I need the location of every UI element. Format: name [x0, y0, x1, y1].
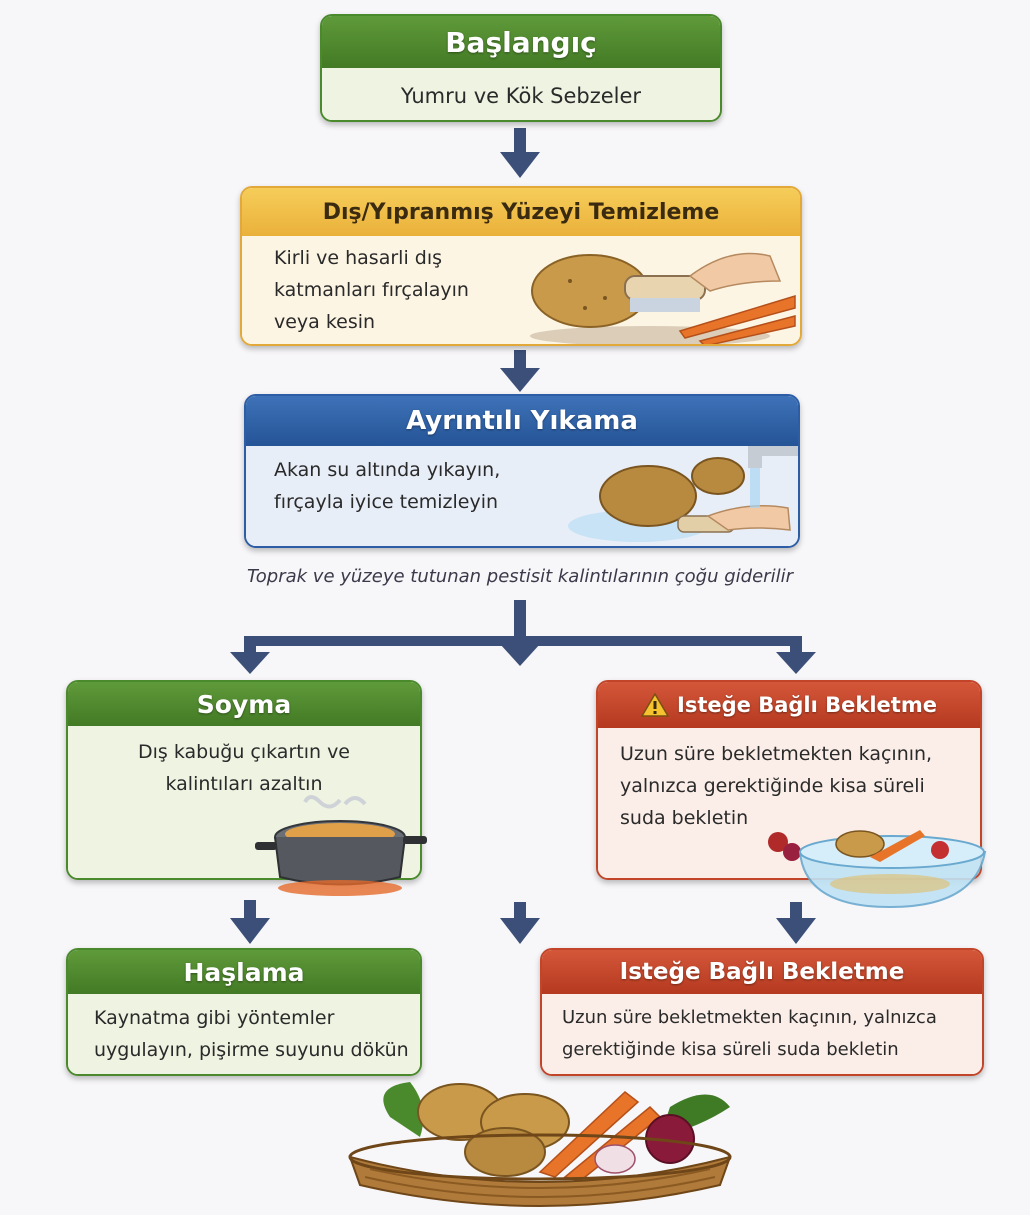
peel-title: Soyma [68, 682, 420, 726]
wash-line-2: fırçayla iyice temizleyin [274, 491, 499, 513]
clean-title: Dış/Yıpranmış Yüzeyi Temizleme [242, 188, 800, 236]
boil-line-2: uygulayın, pişirme suyunu dökün [94, 1039, 409, 1061]
soak-bottom-line-1: Uzun süre bekletmekten kaçının, yalnızca [562, 1007, 937, 1028]
wash-line-1: Akan su altında yıkayın, [274, 459, 501, 481]
faucet-wash-icon [568, 446, 798, 542]
peel-text: Dış kabuğu çıkartın ve kalintıları azalt… [68, 736, 420, 800]
clean-line-3: veya kesin [274, 311, 376, 333]
arrow-center [514, 902, 526, 922]
clean-box: Dış/Yıpranmış Yüzeyi Temizleme Kirli ve … [240, 186, 802, 346]
boil-line-1: Kaynatma gibi yöntemler [94, 1007, 335, 1029]
wash-text: Akan su altında yıkayın, fırçayla iyice … [274, 454, 500, 518]
vegetable-basket-icon [348, 1082, 732, 1207]
soak-top-title: Isteğe Bağlı Bekletme [677, 693, 937, 717]
wash-title: Ayrıntılı Yıkama [246, 396, 798, 446]
soak-top-line-2: yalnızca gerektiğinde kisa süreli [620, 775, 925, 797]
clean-line-2: katmanları fırçalayın [274, 279, 469, 301]
soak-bottom-text: Uzun süre bekletmekten kaçının, yalnızca… [562, 1002, 937, 1066]
boil-box: Haşlama Kaynatma gibi yöntemler uygulayı… [66, 948, 422, 1076]
boil-title: Haşlama [68, 950, 420, 994]
peel-line-2: kalintıları azaltın [165, 773, 323, 795]
boil-text: Kaynatma gibi yöntemler uygulayın, pişir… [94, 1002, 409, 1066]
potato-brush-icon [530, 252, 796, 344]
warning-icon [641, 693, 670, 717]
start-subtitle-wrap: Yumru ve Kök Sebzeler [322, 68, 720, 120]
soak-bottom-body: Uzun süre bekletmekten kaçının, yalnızca… [542, 994, 982, 1074]
boil-body: Kaynatma gibi yöntemler uygulayın, pişir… [68, 994, 420, 1074]
wash-box: Ayrıntılı Yıkama Akan su altında yıkayın… [244, 394, 800, 548]
soak-top-line-1: Uzun süre bekletmekten kaçının, [620, 743, 933, 765]
wash-body: Akan su altında yıkayın, fırçayla iyice … [246, 446, 798, 546]
soak-top-header: Isteğe Bağlı Bekletme [598, 682, 980, 728]
soak-bottom-line-2: gerektiğinde kisa süreli suda bekletin [562, 1039, 899, 1060]
soak-bottom-box: Isteğe Bağlı Bekletme Uzun süre bekletme… [540, 948, 984, 1076]
wash-note: Toprak ve yüzeye tutunan pestisit kalint… [247, 566, 793, 587]
peel-line-1: Dış kabuğu çıkartın ve [138, 741, 350, 763]
clean-line-1: Kirli ve hasarli dış [274, 247, 442, 269]
clean-text: Kirli ve hasarli dış katmanları fırçalay… [274, 242, 469, 338]
arrow-start-clean [514, 128, 526, 156]
soak-top-line-3: suda bekletin [620, 807, 749, 829]
arrow-clean-wash [514, 350, 526, 372]
start-box: Başlangıç Yumru ve Kök Sebzeler [320, 14, 722, 122]
clean-body: Kirli ve hasarli dış katmanları fırçalay… [242, 236, 800, 344]
soak-bottom-title: Isteğe Bağlı Bekletme [542, 950, 982, 994]
start-subtitle: Yumru ve Kök Sebzeler [400, 84, 642, 108]
start-title: Başlangıç [322, 16, 720, 68]
soak-top-text: Uzun süre bekletmekten kaçının, yalnızca… [620, 738, 932, 834]
water-bowl-icon [768, 830, 987, 909]
arrow-peel-boil [244, 900, 256, 922]
cooking-pot-icon [255, 795, 427, 896]
